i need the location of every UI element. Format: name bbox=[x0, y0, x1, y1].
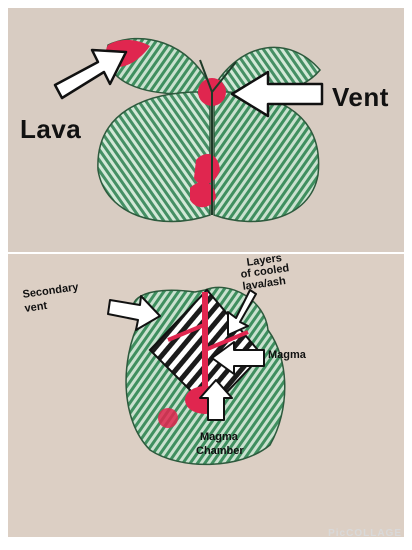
magma-chamber-label-line2: Chamber bbox=[196, 446, 244, 457]
vent-label: Vent bbox=[332, 84, 389, 110]
piccollage-watermark: PicCOLLAGE bbox=[328, 528, 402, 539]
magma-chamber-label-line1: Magma bbox=[200, 432, 238, 443]
magma-label: Magma bbox=[268, 350, 306, 361]
lava-label: Lava bbox=[20, 116, 81, 142]
